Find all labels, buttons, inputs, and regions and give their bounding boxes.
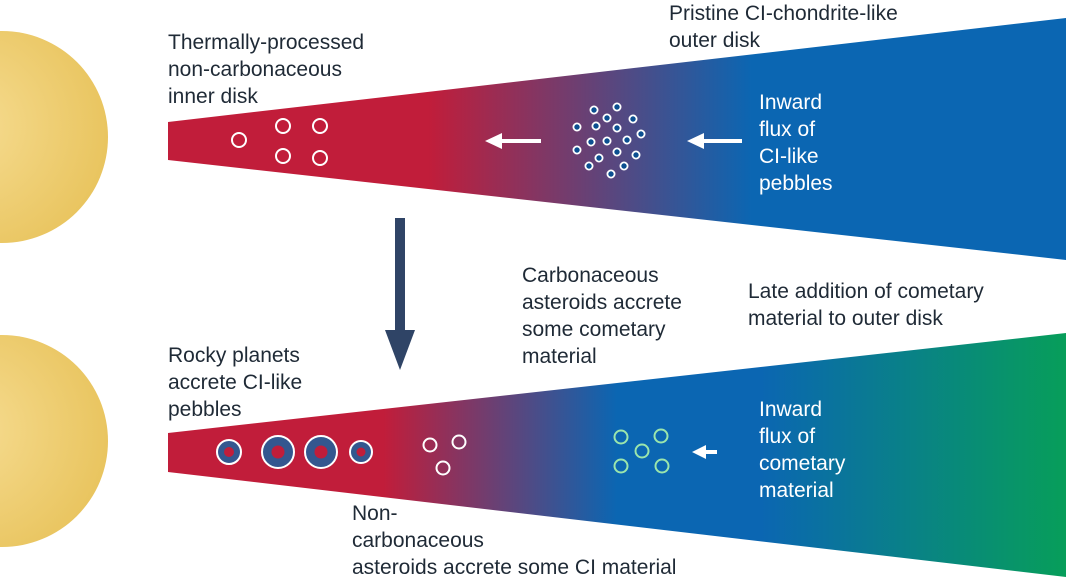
- bottom-mid-pebbles: [422, 434, 467, 476]
- arrow-left-icon: [692, 445, 717, 459]
- inward-cometary-flux-label: Inward flux of cometary material: [759, 396, 845, 504]
- label-line: flux of: [759, 425, 816, 448]
- pebble: [653, 428, 669, 444]
- pebble: [312, 150, 328, 166]
- pebble: [613, 458, 629, 474]
- label-line: CI-like: [759, 145, 819, 168]
- label-line: material: [759, 479, 834, 502]
- rocky-planets-label: Rocky planets accrete CI-like pebbles: [168, 342, 302, 423]
- non-carbonaceous-asteroids-label: Non- carbonaceous asteroids accrete some…: [352, 500, 676, 581]
- pebble: [451, 434, 467, 450]
- bottom-disk-wedge: [168, 333, 1066, 577]
- label-line: Rocky planets: [168, 344, 300, 367]
- pebble: [312, 118, 328, 134]
- label-line: pebbles: [168, 398, 242, 421]
- top-ci-pebble-cluster: [572, 102, 646, 179]
- label-line: asteroids accrete: [522, 291, 682, 314]
- label-line: accrete CI-like: [168, 371, 303, 394]
- top-inner-pebbles: [231, 118, 328, 166]
- pebble: [422, 437, 438, 453]
- label-line: Non-: [352, 502, 398, 525]
- arrow-left-icon: [485, 133, 541, 149]
- label-line: Inward: [759, 398, 823, 421]
- pebble: [275, 148, 291, 164]
- pebble: [634, 443, 650, 459]
- pebble: [275, 118, 291, 134]
- planet: [216, 439, 242, 465]
- star-top: [0, 31, 108, 243]
- label-line: cometary: [759, 452, 846, 475]
- label-line: Pristine CI-chondrite-like: [669, 2, 898, 25]
- label-line: flux of: [759, 118, 816, 141]
- rocky-planets: [216, 435, 373, 469]
- carbonaceous-asteroids-label: Carbonaceous asteroids accrete some come…: [522, 262, 682, 370]
- label-line: non-carbonaceous: [168, 58, 342, 81]
- label-line: pebbles: [759, 172, 833, 195]
- planet: [304, 435, 338, 469]
- label-line: material: [522, 345, 597, 368]
- label-line: asteroids accrete some CI material: [352, 556, 677, 579]
- top-disk-wedge: [168, 18, 1066, 260]
- inner-disk-label: Thermally-processed non-carbonaceous inn…: [168, 29, 364, 110]
- arrow-left-icon: [687, 133, 742, 149]
- outer-disk-label: Pristine CI-chondrite-like outer disk: [669, 0, 898, 54]
- label-line: Thermally-processed: [168, 31, 365, 54]
- planet: [261, 435, 295, 469]
- pebble: [435, 460, 451, 476]
- arrow-down-icon: [385, 218, 415, 370]
- planet: [349, 440, 373, 464]
- inward-ci-flux-label: Inward flux of CI-like pebbles: [759, 89, 833, 197]
- pebble: [231, 132, 247, 148]
- late-addition-label: Late addition of cometary material to ou…: [748, 278, 984, 332]
- label-line: carbonaceous: [352, 529, 484, 552]
- pebble: [613, 429, 629, 445]
- pebble: [654, 458, 670, 474]
- label-line: Late addition of cometary: [748, 280, 984, 303]
- label-line: material to outer disk: [748, 307, 943, 330]
- label-line: outer disk: [669, 29, 761, 52]
- label-line: inner disk: [168, 85, 258, 108]
- star-bottom: [0, 335, 108, 547]
- label-line: Carbonaceous: [522, 264, 659, 287]
- label-line: some cometary: [522, 318, 666, 341]
- cometary-pebbles: [613, 428, 670, 474]
- label-line: Inward: [759, 91, 823, 114]
